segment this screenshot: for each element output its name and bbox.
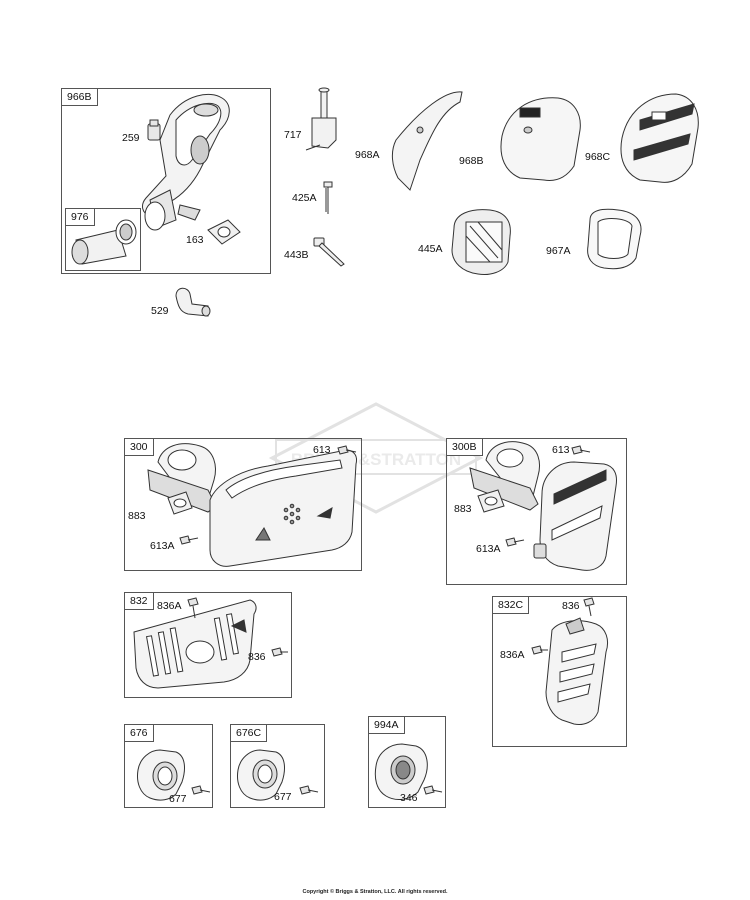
part-label-425A: 425A bbox=[292, 192, 317, 204]
group-box-832C: 832C bbox=[492, 596, 627, 747]
part-717-bracket-drawing bbox=[305, 87, 337, 151]
part-label-613A-300B: 613A bbox=[476, 543, 501, 555]
muffler-300B-drawing bbox=[469, 441, 617, 571]
part-label-836A-832: 836A bbox=[157, 600, 182, 612]
part-label-968C: 968C bbox=[585, 151, 611, 163]
part-968B-cover-drawing bbox=[500, 97, 581, 181]
part-label-677-676C: 677 bbox=[274, 791, 292, 803]
part-label-529: 529 bbox=[151, 305, 169, 317]
part-label-836-832C: 836 bbox=[562, 600, 580, 612]
part-163-gasket-drawing bbox=[207, 219, 241, 245]
muffler-guard-832C-drawing bbox=[545, 617, 609, 725]
part-label-259: 259 bbox=[122, 132, 140, 144]
group-label-966B: 966B bbox=[61, 88, 98, 106]
group-box-300B: 300B bbox=[446, 438, 627, 585]
part-label-883-300B: 883 bbox=[454, 503, 472, 515]
group-label-676: 676 bbox=[124, 724, 154, 742]
group-label-994A: 994A bbox=[368, 716, 405, 734]
part-label-717: 717 bbox=[284, 129, 302, 141]
group-box-994A: 994A bbox=[368, 716, 446, 808]
copyright-notice: Copyright © Briggs & Stratton, LLC. All … bbox=[302, 889, 448, 895]
screw-300-drawings bbox=[179, 445, 357, 545]
part-967A-precleaner-drawing bbox=[587, 208, 642, 270]
part-529-breather-tube-drawing bbox=[175, 287, 211, 317]
screw-676-drawing bbox=[191, 785, 211, 795]
group-box-300: 300 bbox=[124, 438, 362, 571]
part-883-gasket-300-drawing bbox=[167, 491, 193, 515]
group-label-300: 300 bbox=[124, 438, 154, 456]
group-label-976: 976 bbox=[65, 208, 95, 226]
group-label-832: 832 bbox=[124, 592, 154, 610]
part-259-clip-drawing bbox=[147, 119, 161, 141]
part-label-445A: 445A bbox=[418, 243, 443, 255]
part-label-836A-832C: 836A bbox=[500, 649, 525, 661]
screw-832-drawings bbox=[187, 597, 288, 657]
spark-arrester-994A-drawing bbox=[374, 743, 428, 800]
part-883-gasket-300B-drawing bbox=[477, 489, 505, 513]
air-cleaner-base-drawing bbox=[142, 93, 230, 231]
screw-994A-drawing bbox=[423, 785, 443, 795]
part-label-968B: 968B bbox=[459, 155, 484, 167]
part-968C-cover-drawing bbox=[620, 93, 699, 183]
screw-832C-drawings bbox=[531, 597, 595, 655]
part-label-613-300B: 613 bbox=[552, 444, 570, 456]
part-425A-screw-drawing bbox=[323, 181, 333, 214]
part-label-346: 346 bbox=[400, 792, 418, 804]
watermark-logo bbox=[268, 402, 484, 514]
deflector-676-drawing bbox=[137, 749, 185, 801]
group-box-832: 832 bbox=[124, 592, 292, 698]
group-box-676C: 676C bbox=[230, 724, 325, 808]
group-box-976: 976 bbox=[65, 208, 141, 271]
part-445A-filter-drawing bbox=[451, 209, 511, 275]
screw-676C-drawing bbox=[299, 785, 319, 795]
part-label-443B: 443B bbox=[284, 249, 309, 261]
part-label-967A: 967A bbox=[546, 245, 571, 257]
part-label-677-676: 677 bbox=[169, 793, 187, 805]
group-box-676: 676 bbox=[124, 724, 213, 808]
part-label-836-832: 836 bbox=[248, 651, 266, 663]
muffler-300-drawing bbox=[147, 443, 357, 567]
group-label-676C: 676C bbox=[230, 724, 268, 742]
part-label-968A: 968A bbox=[355, 149, 380, 161]
screw-300B-drawings bbox=[505, 445, 591, 547]
part-label-613-300: 613 bbox=[313, 444, 331, 456]
part-label-163: 163 bbox=[186, 234, 204, 246]
part-label-613A-300: 613A bbox=[150, 540, 175, 552]
group-label-832C: 832C bbox=[492, 596, 530, 614]
group-label-300B: 300B bbox=[446, 438, 483, 456]
muffler-guard-832-drawing bbox=[133, 599, 257, 689]
group-box-966B: 966B bbox=[61, 88, 271, 274]
part-976-adapter-drawing bbox=[71, 219, 137, 265]
part-label-883-300: 883 bbox=[128, 510, 146, 522]
part-443B-bolt-drawing bbox=[313, 237, 345, 267]
deflector-676C-drawing bbox=[237, 749, 285, 801]
part-968A-cover-drawing bbox=[391, 91, 463, 191]
